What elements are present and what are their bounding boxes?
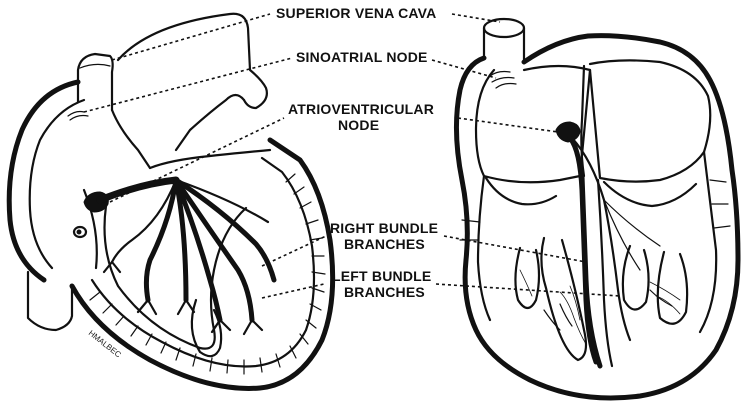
right-sa-node <box>490 72 516 89</box>
leader-lbb-left <box>262 284 324 298</box>
left-outer-wall <box>9 82 78 280</box>
right-branch-spread <box>604 200 660 270</box>
right-heart-outer <box>456 36 738 398</box>
right-svc-tube <box>484 28 524 62</box>
left-outer-wall-inner <box>30 100 84 268</box>
right-papillary-d <box>658 252 687 324</box>
left-great-vessel-inner <box>112 110 150 168</box>
label-left-bundle-line1: LEFT BUNDLE <box>332 268 431 284</box>
label-av-node-line1: ATRIOVENTRICULAR <box>288 101 434 117</box>
left-svc-rim <box>80 64 110 68</box>
left-great-vessel-base <box>176 95 244 150</box>
right-svc-top <box>484 19 524 37</box>
left-great-vessel <box>118 14 267 108</box>
right-wall-hatching <box>460 180 730 330</box>
left-svc-tube <box>78 54 113 110</box>
right-left-atrium-inner <box>590 60 710 181</box>
artist-signature: HMALBEC <box>87 328 123 359</box>
right-papillary-a <box>515 248 539 308</box>
right-ventricle-right-wall <box>700 152 716 332</box>
label-sinoatrial-node: SINOATRIAL NODE <box>296 49 428 65</box>
left-chamber-outline <box>105 206 247 349</box>
right-papillary-c <box>623 246 649 310</box>
label-av-node-line2: NODE <box>338 117 379 133</box>
right-heart-illustration <box>456 19 738 398</box>
label-right-bundle-line2: BRANCHES <box>344 236 425 252</box>
label-left-bundle-line2: BRANCHES <box>344 284 425 300</box>
branch-strand-5 <box>176 180 274 280</box>
right-papillary-b <box>541 238 586 360</box>
label-right-bundle-line1: RIGHT BUNDLE <box>330 220 438 236</box>
right-interatrial-septum <box>581 66 584 176</box>
left-ivc-tube <box>28 272 72 330</box>
branch-strand-1 <box>146 180 176 300</box>
coronary-sinus-dot <box>77 230 81 234</box>
labels: SUPERIOR VENA CAVA SINOATRIAL NODE ATRIO… <box>276 5 438 300</box>
leader-av-right <box>458 118 558 132</box>
left-septum <box>150 150 270 168</box>
label-superior-vena-cava: SUPERIOR VENA CAVA <box>276 5 436 21</box>
bundle-of-his <box>100 180 176 200</box>
leader-rbb-left <box>262 236 326 266</box>
right-ventricle-left-wall <box>478 176 490 320</box>
left-heart-illustration: HMALBEC <box>9 14 332 389</box>
left-sa-node <box>68 112 88 121</box>
left-bundle-branches <box>100 180 274 334</box>
